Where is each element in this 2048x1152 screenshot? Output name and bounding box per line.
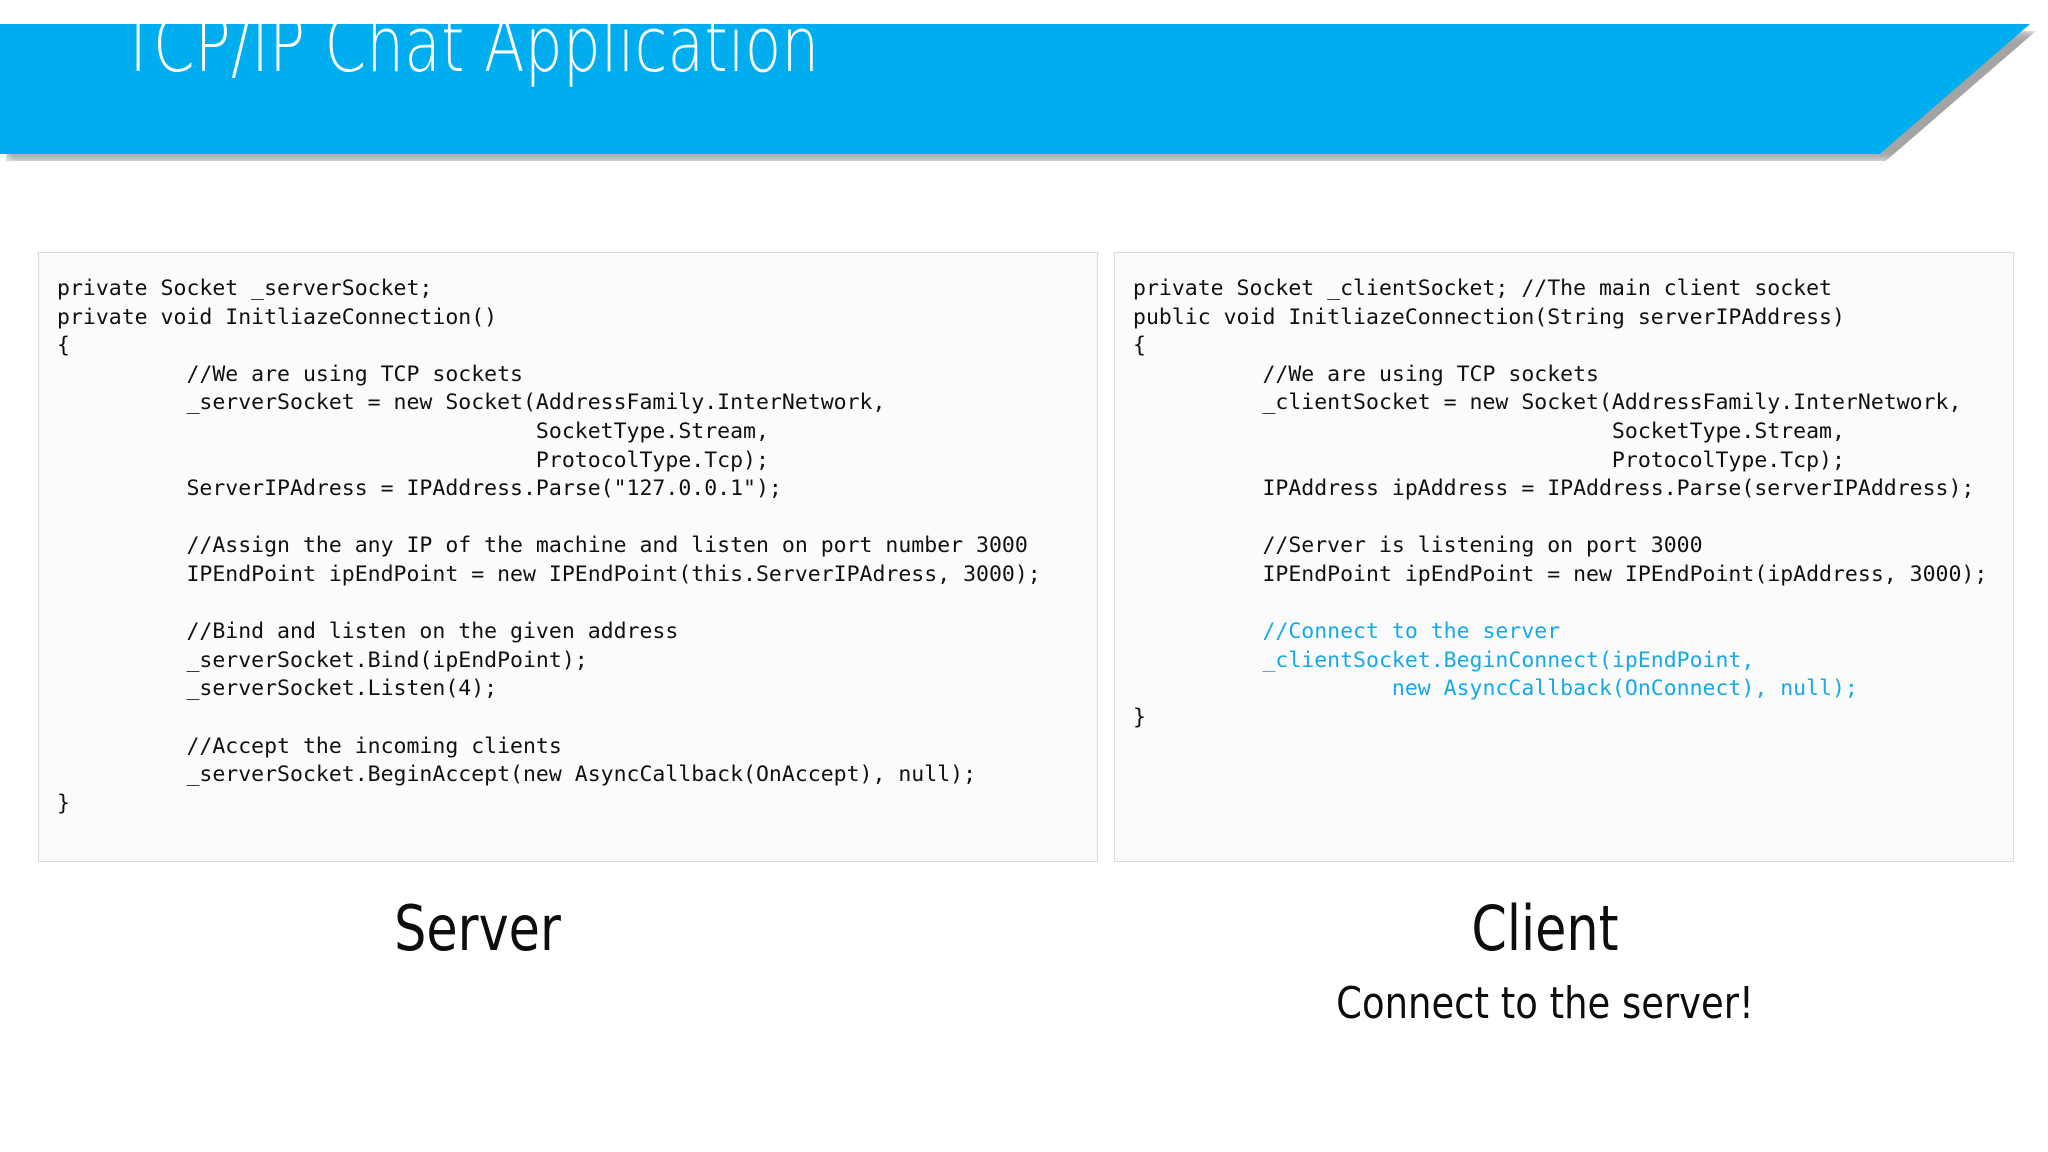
code-line: //Accept the incoming clients — [57, 733, 562, 759]
code-line: _serverSocket.Listen(4); — [57, 676, 498, 702]
code-line — [57, 590, 1097, 619]
code-line: private void InitliazeConnection() — [57, 304, 498, 330]
code-line: IPEndPoint ipEndPoint = new IPEndPoint(i… — [1133, 561, 1988, 587]
code-line: ProtocolType.Tcp); — [1133, 447, 1845, 473]
code-line: ServerIPAdress = IPAddress.Parse("127.0.… — [57, 476, 782, 502]
code-line: ProtocolType.Tcp); — [57, 447, 769, 473]
code-line: private Socket _serverSocket; — [57, 276, 433, 301]
client-code-block: private Socket _clientSocket; //The main… — [1115, 253, 2013, 733]
client-subcaption: Connect to the server! — [1336, 978, 1754, 1029]
code-line: _serverSocket.Bind(ipEndPoint); — [57, 647, 588, 673]
code-line: _serverSocket.BeginAccept(new AsyncCallb… — [57, 762, 977, 788]
code-line: //Bind and listen on the given address — [57, 619, 679, 645]
code-line: new AsyncCallback(OnConnect), null); — [1133, 676, 1858, 702]
code-line: //We are using TCP sockets — [57, 361, 523, 387]
code-line: _clientSocket = new Socket(AddressFamily… — [1133, 390, 1962, 416]
code-line: } — [1133, 704, 1146, 730]
code-line: public void InitliazeConnection(String s… — [1133, 304, 1845, 330]
code-line — [1133, 504, 2013, 533]
code-line: _serverSocket = new Socket(AddressFamily… — [57, 390, 886, 416]
code-line: } — [57, 790, 70, 816]
client-caption: Client — [1471, 892, 1619, 965]
code-line: SocketType.Stream, — [1133, 418, 1845, 444]
code-line: _clientSocket.BeginConnect(ipEndPoint, — [1133, 647, 1755, 673]
code-line: { — [57, 333, 70, 359]
code-line: //Connect to the server — [1133, 619, 1561, 645]
code-line: SocketType.Stream, — [57, 418, 769, 444]
code-line — [57, 704, 1097, 733]
title-banner-shape — [0, 24, 2030, 154]
code-line: IPEndPoint ipEndPoint = new IPEndPoint(t… — [57, 561, 1041, 587]
server-caption: Server — [394, 892, 561, 965]
code-line — [1133, 590, 2013, 619]
page-title: TCP/IP Chat Application — [120, 0, 820, 89]
code-line: private Socket _clientSocket; //The main… — [1133, 276, 1832, 301]
code-line: //Server is listening on port 3000 — [1133, 533, 1703, 559]
code-line: { — [1133, 333, 1146, 359]
server-code-panel: private Socket _serverSocket;private voi… — [38, 252, 1098, 862]
server-code-block: private Socket _serverSocket;private voi… — [39, 253, 1097, 818]
code-line — [57, 504, 1097, 533]
code-line: //We are using TCP sockets — [1133, 361, 1599, 387]
client-code-panel: private Socket _clientSocket; //The main… — [1114, 252, 2014, 862]
code-line: IPAddress ipAddress = IPAddress.Parse(se… — [1133, 476, 1975, 502]
code-line: //Assign the any IP of the machine and l… — [57, 533, 1028, 559]
title-banner: TCP/IP Chat Application — [0, 0, 2036, 161]
